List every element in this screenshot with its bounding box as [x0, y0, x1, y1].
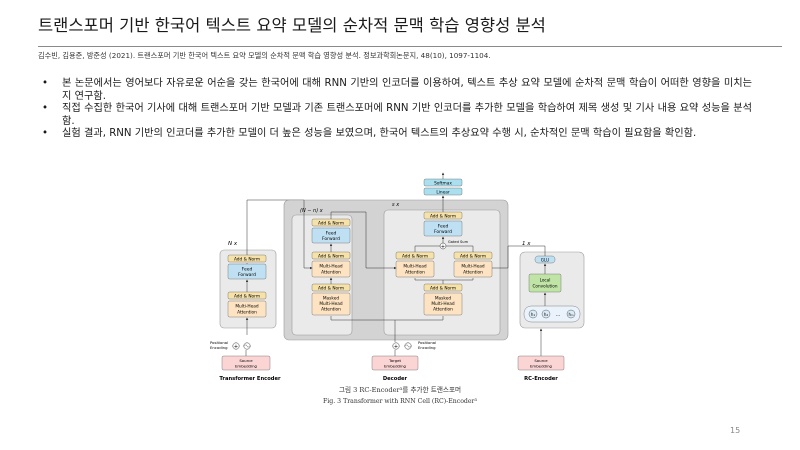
plus-icon: + — [394, 344, 398, 350]
add-norm-label: Add & Norm — [318, 220, 344, 226]
summary-bullet: 본 논문에서는 영어보다 자유로운 어순을 갖는 한국어에 대해 RNN 기반의… — [40, 78, 752, 103]
add-norm-label: Add & Norm — [460, 253, 486, 259]
plus-icon: + — [234, 344, 238, 350]
mha-label-2: Attention — [237, 310, 257, 316]
feed-forward-label-1: Feed — [438, 224, 449, 230]
linear-label: Linear — [436, 189, 450, 195]
rnn-cell-label: h₂ — [544, 312, 549, 317]
decoder-inner-repeat-label: (N − n) x — [300, 208, 323, 214]
transformer-encoder: N x Add & Norm Feed Forward Add & Norm M… — [210, 199, 304, 382]
mha-label-2: Attention — [463, 270, 483, 276]
summary-bullet: 직접 수집한 한국어 기사에 대해 트랜스포머 기반 모델과 기존 트랜스포머에… — [40, 103, 752, 128]
source-embedding-label-2: Embedding — [530, 364, 553, 369]
mha-label-2: Attention — [321, 270, 341, 276]
multi-head-attention-block — [453, 260, 493, 278]
local-conv-label-2: Convolution — [532, 284, 557, 289]
rnn-cell-sequence — [523, 305, 581, 323]
decoder-rc-inner-panel — [383, 209, 501, 336]
masked-label-1: Masked — [435, 296, 452, 302]
source-embedding-label-2: Embedding — [235, 364, 258, 369]
encoder-repeat-label: N x — [228, 241, 238, 247]
decoder: s x (N − n) x Add & Norm Feed Forward Ad… — [283, 172, 509, 382]
rnn-hidden-state — [541, 309, 551, 319]
mha-label-1: Multi-Head — [235, 304, 259, 310]
mha-label-2: Attention — [405, 270, 425, 276]
source-embedding-label-1: Source — [534, 358, 548, 363]
decoder-section-label: Decoder — [383, 376, 408, 382]
add-norm-label: Add & Norm — [234, 256, 260, 262]
source-embedding-label-1: Source — [239, 358, 253, 363]
add-norm-label: Add & Norm — [318, 285, 344, 291]
add-norm-label: Add & Norm — [430, 285, 456, 291]
mha-label-1: Multi-Head — [461, 264, 485, 270]
mha-label-1: Multi-Head — [319, 264, 343, 270]
multi-head-attention-block — [227, 300, 267, 318]
rnn-cell-label: h₁ — [531, 312, 536, 317]
rc-encoder: 1 x GLU Local Convolution h₁ h₂ … hₘ Sou… — [507, 241, 585, 382]
positional-add-icon — [232, 342, 240, 350]
rc-repeat-label: 1 x — [522, 241, 531, 247]
masked-label-3: Attention — [321, 307, 341, 313]
target-embedding-label-1: Target — [388, 358, 402, 363]
rnn-hidden-state — [528, 309, 538, 319]
positional-add-icon — [392, 342, 400, 350]
slide-title: 트랜스포머 기반 한국어 텍스트 요약 모델의 순차적 문맥 학습 영향성 분석 — [38, 16, 546, 35]
figure-caption-english: Fig. 3 Transformer with RNN Cell (RC)-En… — [323, 398, 477, 405]
glu-label: GLU — [541, 257, 549, 262]
linear-block — [423, 187, 463, 196]
decoder-outer-repeat-label: s x — [392, 202, 399, 208]
encoder-section-label: Transformer Encoder — [219, 376, 281, 382]
feed-forward-label-1: Feed — [326, 231, 337, 237]
page-number: 15 — [730, 426, 741, 435]
local-conv-label-1: Local — [540, 278, 551, 283]
masked-attention-block — [423, 292, 463, 316]
masked-label-3: Attention — [433, 307, 453, 313]
masked-label-1: Masked — [323, 296, 340, 302]
feed-forward-label-2: Forward — [238, 272, 256, 278]
figure-caption-korean: 그림 3 RC-Encoder³를 추가한 트랜스포머 — [338, 386, 462, 394]
paper-citation: 김수빈, 김용준, 방준성 (2021). 트랜스포머 기반 한국어 텍스트 요… — [38, 51, 491, 60]
target-embedding-label-2: Embedding — [384, 364, 407, 369]
architecture-figure: N x Add & Norm Feed Forward Add & Norm M… — [210, 172, 585, 382]
masked-label-2: Multi-Head — [319, 301, 343, 307]
add-norm-label: Add & Norm — [402, 253, 428, 259]
masked-label-2: Multi-Head — [431, 301, 455, 307]
rnn-ellipsis: … — [556, 312, 561, 318]
feed-forward-label-2: Forward — [322, 236, 340, 242]
rnn-hidden-state — [566, 309, 576, 319]
positional-encoding-label-1: Positional — [210, 340, 228, 345]
feed-forward-block — [311, 227, 351, 244]
plus-icon: + — [441, 244, 445, 250]
summary-bullet-list: 본 논문에서는 영어보다 자유로운 어순을 갖는 한국어에 대해 RNN 기반의… — [40, 78, 752, 141]
positional-encoding-label-1: Positional — [418, 340, 436, 345]
feed-forward-label-1: Feed — [242, 267, 253, 273]
title-divider — [38, 46, 782, 47]
mha-label-1: Multi-Head — [403, 264, 427, 270]
positional-encoding-label-2: Encoding — [210, 345, 228, 350]
rc-encoder-section-label: RC-Encoder — [524, 376, 558, 382]
masked-attention-block — [311, 292, 351, 316]
feed-forward-label-2: Forward — [434, 229, 452, 235]
feed-forward-block — [423, 220, 463, 237]
gated-sum-label: Gated Sum — [448, 240, 469, 244]
summary-bullet: 실험 결과, RNN 기반의 인코더를 추가한 모델이 더 높은 성능을 보였으… — [40, 128, 752, 141]
rnn-cell-label: hₘ — [568, 312, 574, 317]
add-norm-label: Add & Norm — [430, 213, 456, 219]
softmax-label: Softmax — [434, 180, 452, 186]
positional-encoding-label-2: Encoding — [418, 345, 436, 350]
add-norm-label: Add & Norm — [234, 293, 260, 299]
add-norm-label: Add & Norm — [318, 253, 344, 259]
